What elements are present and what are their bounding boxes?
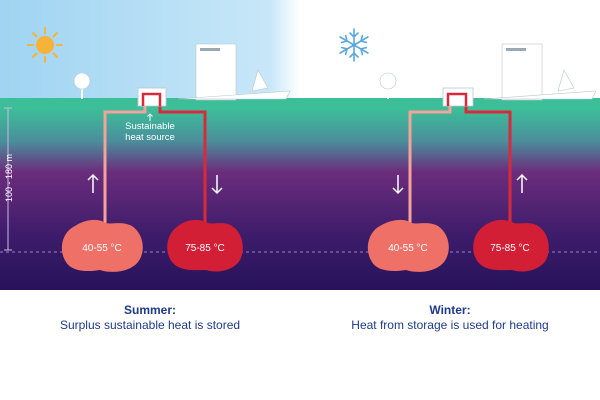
warm-store [473, 219, 549, 272]
warm-store-temperature: 75-85 °C [490, 243, 530, 254]
tree-icon [379, 72, 397, 99]
caption-area [0, 290, 600, 400]
building-icon [195, 43, 237, 101]
tree-icon [73, 72, 91, 99]
heat-source-label-line1: Sustainable [125, 121, 175, 132]
cold-store-temperature: 40-55 °C [82, 243, 122, 254]
winter-panel: 40-55 °C 75-85 °C [339, 28, 597, 272]
summer-panel: Sustainable heat source 40-55 °C 75-85 °… [27, 27, 291, 272]
arrow-down-icon [392, 175, 404, 195]
summer-caption-text: Surplus sustainable heat is stored [59, 318, 241, 332]
winter-caption: Winter: Heat from storage is used for he… [300, 303, 600, 333]
winter-caption-heading: Winter: [429, 303, 471, 317]
summer-caption: Summer: Surplus sustainable heat is stor… [0, 303, 300, 333]
arrow-up-icon [516, 173, 528, 193]
arrow-down-icon [211, 175, 223, 195]
building-icon [501, 43, 543, 101]
up-arrow-icon [147, 113, 153, 121]
arrow-up-icon [87, 173, 99, 193]
cold-store [367, 219, 449, 272]
depth-scale: 100 - 180 m [4, 107, 14, 251]
summer-caption-heading: Summer: [123, 303, 176, 317]
sky [0, 0, 600, 100]
heat-source-label-line2: heat source [125, 132, 175, 143]
ship-icon [177, 69, 291, 100]
warm-store [167, 219, 243, 272]
cold-store-temperature: 40-55 °C [388, 243, 428, 254]
ship-icon [483, 69, 597, 100]
heat-source-unit [137, 87, 167, 107]
winter-caption-text: Heat from storage is used for heating [351, 318, 549, 332]
heat-exchange-unit [442, 87, 474, 107]
cold-store [61, 219, 143, 272]
sun-icon [27, 27, 63, 63]
warm-store-temperature: 75-85 °C [185, 243, 225, 254]
snowflake-icon [339, 28, 369, 62]
depth-label: 100 - 180 m [4, 154, 14, 202]
